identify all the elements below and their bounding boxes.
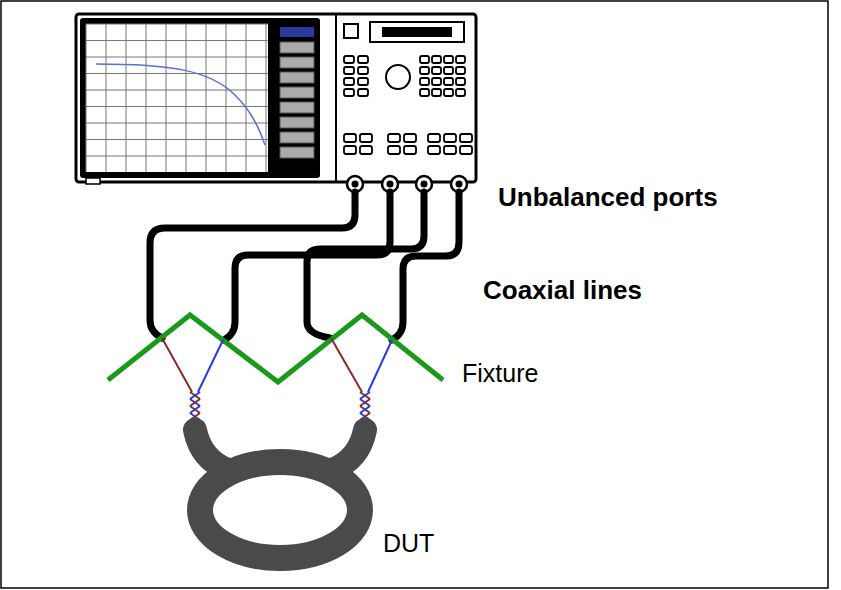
twisted-pairs (190, 392, 370, 434)
network-analyzer (76, 14, 476, 192)
dut-loop (195, 430, 365, 558)
cable-label: Coaxial lines (483, 276, 642, 305)
fixture-label: Fixture (462, 360, 538, 388)
twisted-pair-leads (162, 338, 392, 392)
port-label: Unbalanced ports (498, 183, 718, 212)
dut-label: DUT (383, 530, 434, 558)
frame (1, 1, 828, 588)
fixture-board (108, 315, 443, 382)
